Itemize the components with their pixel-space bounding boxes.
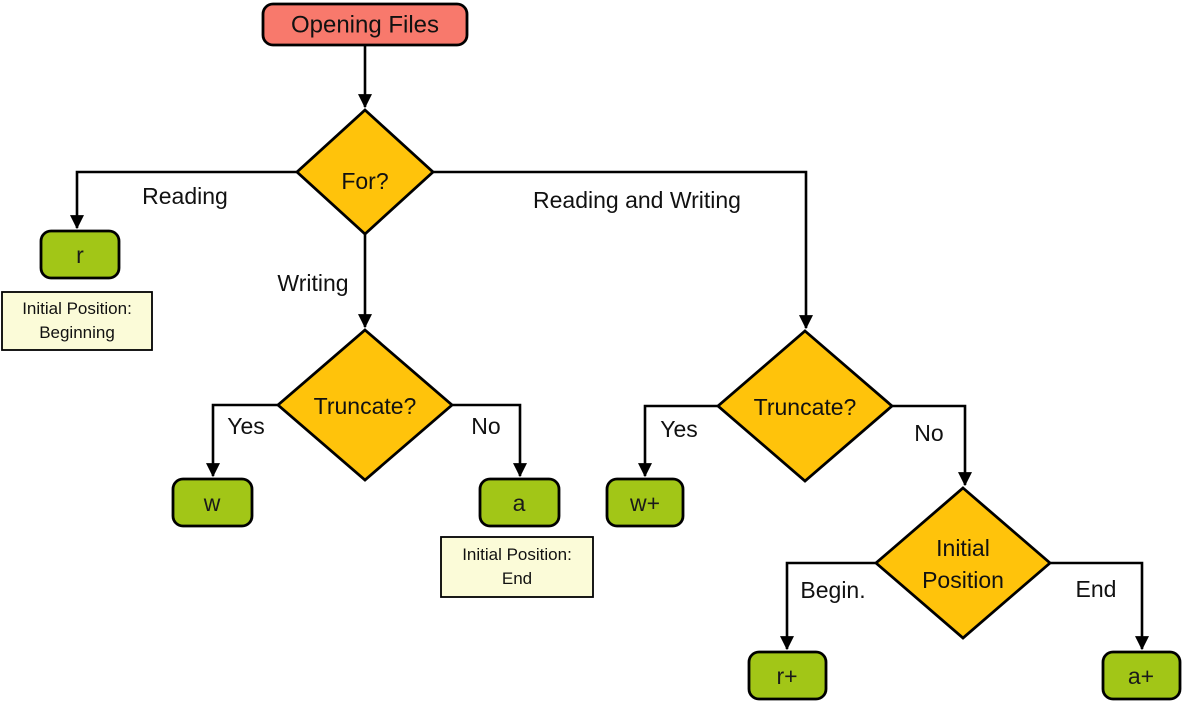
- mode-a-label: a: [513, 490, 526, 516]
- edge-label-yes-right: Yes: [660, 416, 698, 442]
- start-node: [261, 2, 469, 47]
- note-end-line2: End: [502, 569, 532, 588]
- note-initial-position-beginning: [1, 291, 153, 351]
- mode-wplus-label: w+: [629, 490, 660, 516]
- mode-wplus-node: [605, 477, 685, 528]
- edge-label-reading: Reading: [142, 183, 228, 209]
- edge-label-writing: Writing: [277, 270, 348, 296]
- edge-truncate-write-yes-to-w: [206, 403, 278, 478]
- edge-label-no-left: No: [471, 413, 500, 439]
- note-end-line1: Initial Position:: [462, 545, 572, 564]
- edge-label-yes-left: Yes: [227, 413, 265, 439]
- mode-rplus-node: [747, 650, 828, 701]
- mode-aplus-label: a+: [1128, 663, 1154, 689]
- edge-label-end: End: [1076, 576, 1117, 602]
- note-beginning-line2: Beginning: [39, 323, 115, 342]
- edge-initialpos-end-to-aplus: [1050, 561, 1149, 651]
- mode-r-node: [39, 229, 121, 280]
- mode-r-label: r: [76, 242, 84, 268]
- decision-initial-position-label-line1: Initial: [936, 535, 990, 561]
- decision-truncate-write: [275, 328, 455, 482]
- decision-initial-position: [873, 486, 1053, 640]
- edge-label-begin: Begin.: [800, 577, 865, 603]
- mode-w-label: w: [203, 490, 221, 516]
- note-beginning-line1: Initial Position:: [22, 299, 132, 318]
- edge-for-to-r: [70, 170, 297, 230]
- mode-aplus-node: [1101, 650, 1182, 701]
- edge-for-to-truncate-rw: [433, 170, 813, 330]
- decision-for: [294, 108, 436, 236]
- mode-w-node: [171, 477, 254, 528]
- note-initial-position-end: [440, 536, 594, 598]
- edge-label-no-right: No: [914, 420, 943, 446]
- edge-initialpos-begin-to-rplus: [780, 561, 876, 651]
- decision-truncate-write-label: Truncate?: [314, 393, 417, 419]
- mode-a-node: [478, 477, 561, 528]
- decision-for-label: For?: [341, 168, 388, 194]
- decision-initial-position-label-line2: Position: [922, 567, 1004, 593]
- mode-rplus-label: r+: [776, 663, 797, 689]
- edge-truncate-rw-yes-to-wplus: [638, 404, 718, 478]
- decision-truncate-rw: [715, 329, 895, 483]
- start-node-label: Opening Files: [291, 12, 439, 39]
- edge-label-reading-and-writing: Reading and Writing: [533, 187, 741, 213]
- decision-truncate-rw-label: Truncate?: [754, 394, 857, 420]
- edge-truncate-rw-no-to-initialpos: [892, 404, 972, 487]
- edge-truncate-write-no-to-a: [452, 403, 527, 478]
